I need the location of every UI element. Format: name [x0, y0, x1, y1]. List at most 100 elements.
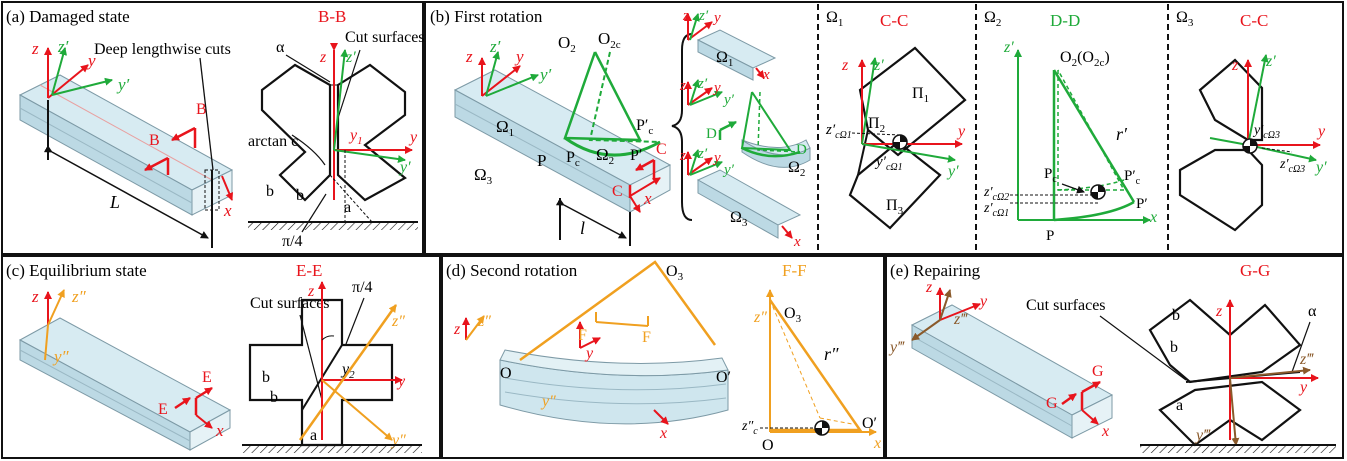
label-cut-surfaces-c: Cut surfaces	[250, 295, 330, 312]
label-zp-a: z′	[57, 37, 69, 56]
svg-text:y: y	[408, 129, 418, 146]
leader-cuts	[199, 57, 214, 171]
svg-text:z′cΩ3: z′cΩ3	[1279, 157, 1305, 175]
svg-text:O′: O′	[862, 415, 877, 432]
svg-text:x: x	[215, 421, 224, 440]
label-alpha-e: α	[1308, 303, 1317, 320]
svg-text:y‴: y‴	[888, 339, 905, 356]
svg-text:a: a	[1176, 397, 1183, 414]
label-z-a: z	[31, 39, 39, 58]
label-P-b: P	[537, 151, 546, 170]
panel-b-title: (b) First rotation	[430, 7, 543, 26]
svg-text:E: E	[202, 369, 212, 386]
svg-text:π/4: π/4	[352, 279, 373, 296]
dim-L	[43, 145, 209, 239]
svg-text:F: F	[642, 329, 651, 346]
svg-text:E: E	[158, 401, 168, 418]
section-CC-Om3: Ω3 C-C z z′ y y′ y′cΩ3 z′cΩ3	[1176, 9, 1327, 232]
ground-a	[248, 222, 418, 230]
label-b-a1: b	[266, 183, 274, 200]
rotation-arc	[564, 136, 661, 157]
svg-text:z: z	[1215, 303, 1223, 320]
label-Om1-b: Ω1	[496, 117, 514, 139]
cross-section-lower-e	[1158, 380, 1302, 447]
label-l: l	[580, 218, 585, 238]
axis-x-a	[221, 175, 233, 201]
cross-section-upper-e	[1148, 298, 1302, 384]
section-dividers	[817, 4, 1169, 252]
svg-text:z′: z′	[489, 37, 501, 56]
svg-text:P′: P′	[1136, 196, 1148, 212]
rotation-cone-dashed	[588, 51, 661, 143]
svg-text:z: z	[841, 57, 849, 74]
svg-text:y′: y′	[946, 163, 959, 180]
svg-text:y′: y′	[538, 65, 552, 84]
label-b-a2: b	[296, 187, 304, 204]
svg-text:y′: y′	[398, 159, 411, 176]
panel-a-title: (a) Damaged state	[6, 7, 130, 26]
label-x-a: x	[223, 201, 232, 220]
label-B-upper: B	[196, 101, 207, 118]
cross-section-right-a	[336, 63, 407, 202]
svg-text:Ω2: Ω2	[984, 9, 1001, 29]
panel-c-title: (c) Equilibrium state	[6, 261, 147, 280]
svg-text:y′: y′	[722, 92, 735, 108]
svg-text:b: b	[262, 369, 270, 386]
svg-text:P: P	[1046, 228, 1054, 244]
piece-Om3: Ω3 z z′ y y′ x	[679, 146, 802, 250]
axis-zp-bb	[333, 49, 349, 151]
label-alpha-a: α	[276, 39, 285, 56]
svg-text:y: y	[396, 373, 406, 390]
svg-text:P′c: P′c	[1124, 168, 1141, 187]
svg-text:z: z	[1231, 57, 1239, 74]
panel-d: (d) Second rotation O3 O O′ z z″ y y″ F …	[446, 260, 881, 454]
section-title-CC3: C-C	[1240, 11, 1268, 30]
svg-text:F: F	[578, 327, 587, 344]
svg-text:z: z	[319, 49, 327, 66]
svg-text:y: y	[1316, 123, 1326, 140]
svg-text:x: x	[793, 234, 801, 250]
svg-text:Π1: Π1	[912, 85, 929, 105]
svg-text:y′cΩ3: y′cΩ3	[1252, 123, 1280, 141]
label-O-d: O	[500, 365, 512, 382]
svg-text:x: x	[643, 189, 652, 208]
svg-text:z: z	[679, 148, 686, 164]
svg-text:z: z	[307, 283, 315, 300]
label-rp: r′	[1116, 124, 1128, 144]
label-yp-a: y′	[116, 75, 130, 94]
svg-text:x: x	[1149, 209, 1157, 226]
svg-text:y: y	[584, 345, 594, 362]
svg-text:z: z	[465, 47, 473, 66]
label-arctan: arctan c	[248, 133, 298, 150]
svg-text:y: y	[978, 293, 988, 310]
svg-text:b: b	[270, 389, 278, 406]
label-omega1-cc: Ω1	[826, 9, 843, 29]
svg-text:y: y	[712, 10, 721, 26]
label-rpp: r″	[824, 344, 839, 364]
svg-text:z′: z′	[698, 8, 709, 24]
piece-Om2: Ω2 z z′ y y′ D D	[679, 76, 811, 179]
label-O2: O2	[558, 33, 576, 55]
axis-yp-a	[51, 77, 113, 96]
label-B-lower: B	[149, 132, 160, 149]
rotation-cone-solid	[563, 51, 643, 142]
svg-text:z′: z′	[697, 146, 708, 162]
panel-d-title: (d) Second rotation	[446, 261, 578, 280]
svg-text:x: x	[659, 425, 667, 442]
svg-text:z′: z′	[1003, 39, 1014, 56]
svg-text:z‴: z‴	[1299, 351, 1314, 368]
svg-text:z′cΩ1: z′cΩ1	[983, 201, 1009, 219]
svg-text:z‴: z‴	[953, 311, 968, 328]
svg-text:z″: z″	[71, 287, 87, 306]
svg-text:Ω2: Ω2	[788, 159, 805, 179]
svg-text:z′: z′	[1265, 53, 1276, 70]
svg-text:y: y	[712, 80, 721, 96]
svg-text:O3: O3	[784, 305, 802, 325]
svg-text:y″: y″	[540, 393, 556, 410]
svg-text:y′: y′	[722, 162, 735, 178]
label-Ppc-b: P′c	[636, 117, 653, 137]
dim-l	[555, 198, 627, 239]
svg-text:O: O	[762, 437, 774, 454]
section-title-EE: E-E	[296, 261, 322, 280]
svg-text:y: y	[712, 150, 721, 166]
